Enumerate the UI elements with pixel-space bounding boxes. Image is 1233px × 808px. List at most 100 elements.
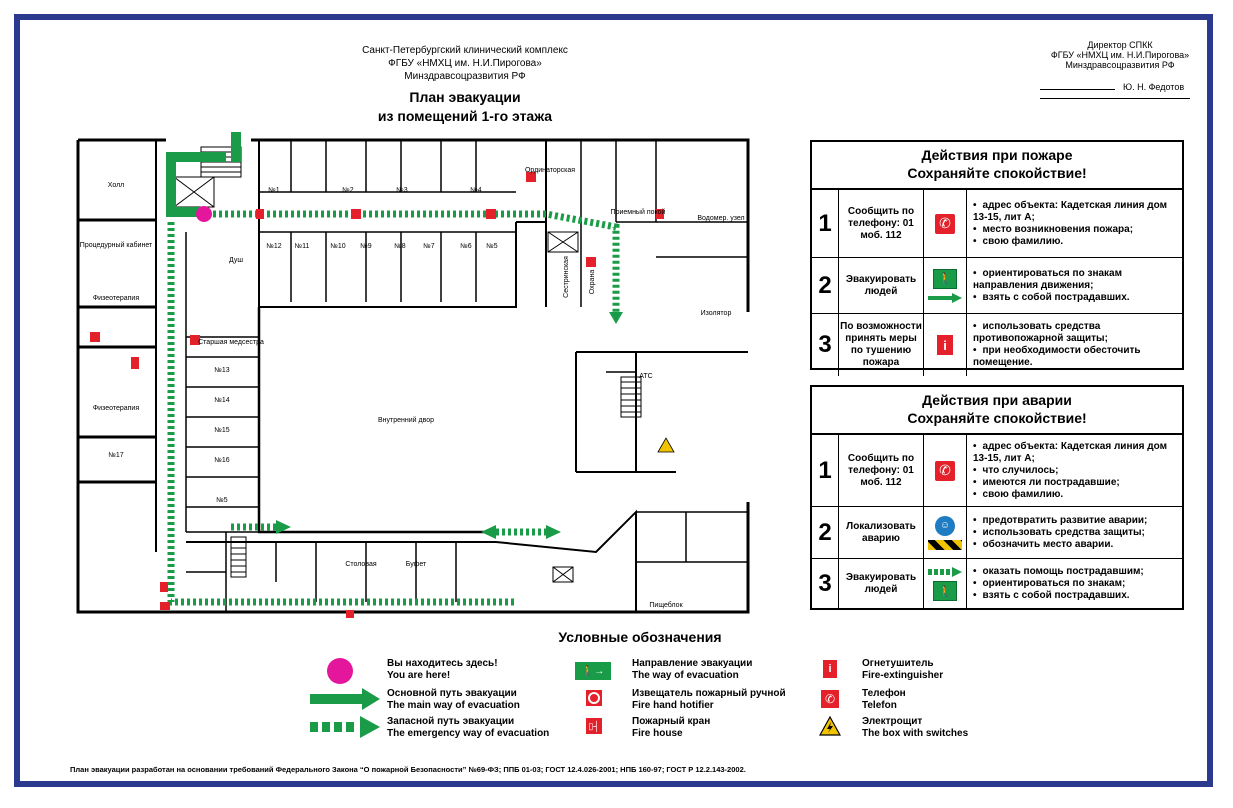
- label-water-meter: Водомер. узел: [697, 215, 744, 222]
- accident-row-3-bullet-1: оказать помощь пострадавшим;: [973, 566, 1178, 578]
- floor-plan: Холл Процедурный кабинет Физеотерапия Фи…: [76, 132, 750, 618]
- legend-here-en: You are here!: [387, 670, 451, 681]
- legend-switchboard: Электрощит The box with switches: [862, 716, 968, 740]
- label-staff-room: Ординаторская: [525, 167, 575, 174]
- label-room-5b: №5: [216, 497, 228, 504]
- legend-emergency-en: The emergency way of evacuation: [387, 728, 550, 739]
- main-route-icon: [310, 688, 380, 710]
- hazard-stripe-icon: [928, 539, 962, 550]
- legend-direction-en: The way of evacuation: [632, 670, 739, 681]
- accident-row-3-bullet-3: взять с собой пострадавших.: [973, 590, 1178, 602]
- label-room-1: №1: [268, 187, 280, 194]
- accident-table-title-1: Действия при аварии: [922, 392, 1072, 408]
- accident-row-3-action: Эвакуировать людей: [839, 559, 924, 609]
- accident-row-1-bullet-1: адрес объекта: Кадетская линия дом 13-15…: [973, 441, 1178, 465]
- accident-row-2-bullet-2: использовать средства защиты;: [973, 527, 1178, 539]
- label-room-7: №7: [423, 243, 435, 250]
- label-room-9: №9: [360, 243, 372, 250]
- signer-name: Ю. Н. Федотов: [1123, 82, 1185, 92]
- fire-row-2-bullet-1: ориентироваться по знакам направления дв…: [973, 268, 1178, 292]
- label-room-17: №17: [108, 452, 123, 459]
- legend-switchboard-ru: Электрощит: [862, 716, 923, 727]
- label-food-block: Пищеблок: [649, 601, 683, 609]
- fire-table-title-1: Действия при пожаре: [921, 147, 1073, 163]
- fire-row-3-bullet-2: при необходимости обесточить помещение.: [973, 345, 1178, 369]
- accident-row-2-num: 2: [812, 507, 839, 558]
- label-shower: Душ: [229, 257, 243, 264]
- fire-row-1: 1 Сообщить по телефону: 01 моб. 112 ✆ ад…: [812, 190, 1182, 258]
- label-room-15: №15: [214, 427, 229, 434]
- legend-extinguisher-en: Fire-extinguisher: [862, 670, 944, 681]
- outer-wall-left: [76, 138, 750, 614]
- accident-row-1-bullet-2: что случилось;: [973, 465, 1178, 477]
- label-procedural: Процедурный кабинет: [80, 241, 153, 249]
- label-nurse-room: Сестринская: [563, 256, 570, 298]
- approval-line-2: ФГБУ «НМХЦ им. Н.И.Пирогова»: [1050, 50, 1190, 60]
- legend-here-ru: Вы находитесь здесь!: [387, 658, 498, 669]
- accident-row-3: 3 Эвакуировать людей 🚶 оказать помощь по…: [812, 559, 1182, 609]
- legend-notifier-ru: Извещатель пожарный ручной: [632, 688, 786, 699]
- fire-row-1-bullet-3: свою фамилию.: [973, 236, 1178, 248]
- label-canteen: Столовая: [345, 561, 377, 568]
- fire-actions-table: Действия при пожаре Сохраняйте спокойств…: [810, 140, 1184, 376]
- legend-notifier: Извещатель пожарный ручной Fire hand hot…: [632, 688, 786, 712]
- accident-row-3-bullet-2: ориентироваться по знакам;: [973, 578, 1178, 590]
- signature-line: Ю. Н. Федотов: [1040, 82, 1184, 92]
- legend-title: Условные обозначения: [558, 629, 722, 645]
- fire-row-3: 3 По возможности принять меры по тушению…: [812, 314, 1182, 376]
- legend-direction: Направление эвакуации The way of evacuat…: [632, 658, 752, 682]
- fire-row-1-bullet-2: место возникновения пожара;: [973, 224, 1178, 236]
- emergency-arrow-icon: [928, 567, 962, 577]
- fire-row-2-bullet-2: взять с собой пострадавших.: [973, 292, 1178, 304]
- accident-row-2-bullet-3: обозначить место аварии.: [973, 539, 1178, 551]
- fire-row-1-action: Сообщить по телефону: 01 моб. 112: [839, 190, 924, 257]
- direction-sign-icon: 🚶→: [575, 662, 611, 680]
- org-header: Санкт-Петербургский клинический комплекс…: [330, 44, 600, 83]
- accident-row-1-bullet-3: имеются ли пострадавшие;: [973, 477, 1178, 489]
- label-room-5: №5: [486, 243, 498, 250]
- fire-table-title-2: Сохраняйте спокойствие!: [907, 165, 1087, 181]
- legend-direction-ru: Направление эвакуации: [632, 658, 753, 669]
- phone-icon: ✆: [935, 213, 955, 234]
- approval-line-1: Директор СПКК: [1087, 40, 1153, 50]
- label-room-10: №10: [330, 243, 345, 250]
- legend-switchboard-en: The box with switches: [862, 728, 969, 739]
- exit-sign-icon: 🚶: [933, 581, 957, 601]
- legend-phone: Телефон Telefon: [862, 688, 906, 712]
- fire-row-1-bullet-1: адрес объекта: Кадетская линия дом 13-15…: [973, 200, 1178, 224]
- accident-row-1: 1 Сообщить по телефону: 01 моб. 112 ✆ ад…: [812, 435, 1182, 507]
- plan-title-line-1: План эвакуации: [409, 89, 521, 105]
- fire-row-2-action: Эвакуировать людей: [839, 258, 924, 313]
- label-room-4: №4: [470, 187, 482, 194]
- plan-title-line-2: из помещений 1-го этажа: [377, 108, 553, 124]
- legend-notifier-en: Fire hand hotifier: [632, 700, 714, 711]
- label-hall: Холл: [108, 182, 125, 189]
- accident-table-title-2: Сохраняйте спокойствие!: [907, 410, 1087, 426]
- label-courtyard: Внутренний двор: [378, 416, 434, 424]
- label-room-13: №13: [214, 367, 229, 374]
- outer-wall-top: [251, 138, 750, 312]
- plan-title: План эвакуации из помещений 1-го этажа: [330, 88, 600, 126]
- emergency-evacuation-route: [167, 210, 620, 606]
- phone-legend-icon: ✆: [821, 690, 839, 708]
- you-are-here-marker: [196, 206, 212, 222]
- legend-phone-en: Telefon: [862, 700, 897, 711]
- accident-row-2-action: Локализовать аварию: [839, 507, 924, 558]
- fire-row-3-num: 3: [812, 314, 839, 376]
- legend-emergency: Запасной путь эвакуации The emergency wa…: [387, 716, 549, 740]
- evacuation-arrow-icon: [928, 292, 962, 303]
- fire-extinguisher-icon: i: [937, 335, 953, 355]
- fire-row-3-action: По возможности принять меры по тушению п…: [839, 314, 924, 376]
- poster-frame: [14, 14, 1213, 787]
- legend-main-ru: Основной путь эвакуации: [387, 688, 517, 699]
- label-physio-2: Физеотерапия: [93, 405, 140, 412]
- accident-actions-table: Действия при аварии Сохраняйте спокойств…: [810, 385, 1184, 610]
- legend-extinguisher: Огнетушитель Fire-extinguisher: [862, 658, 943, 682]
- accident-row-1-action: Сообщить по телефону: 01 моб. 112: [839, 435, 924, 506]
- fire-row-1-num: 1: [812, 190, 839, 257]
- fire-row-3-bullet-1: использовать средства противопожарной за…: [973, 321, 1178, 345]
- footer-regulations: План эвакуации разработан на основании т…: [70, 765, 746, 774]
- phone-icon: ✆: [935, 460, 955, 481]
- accident-row-1-bullet-4: свою фамилию.: [973, 489, 1178, 501]
- legend-here: Вы находитесь здесь! You are here!: [387, 658, 498, 682]
